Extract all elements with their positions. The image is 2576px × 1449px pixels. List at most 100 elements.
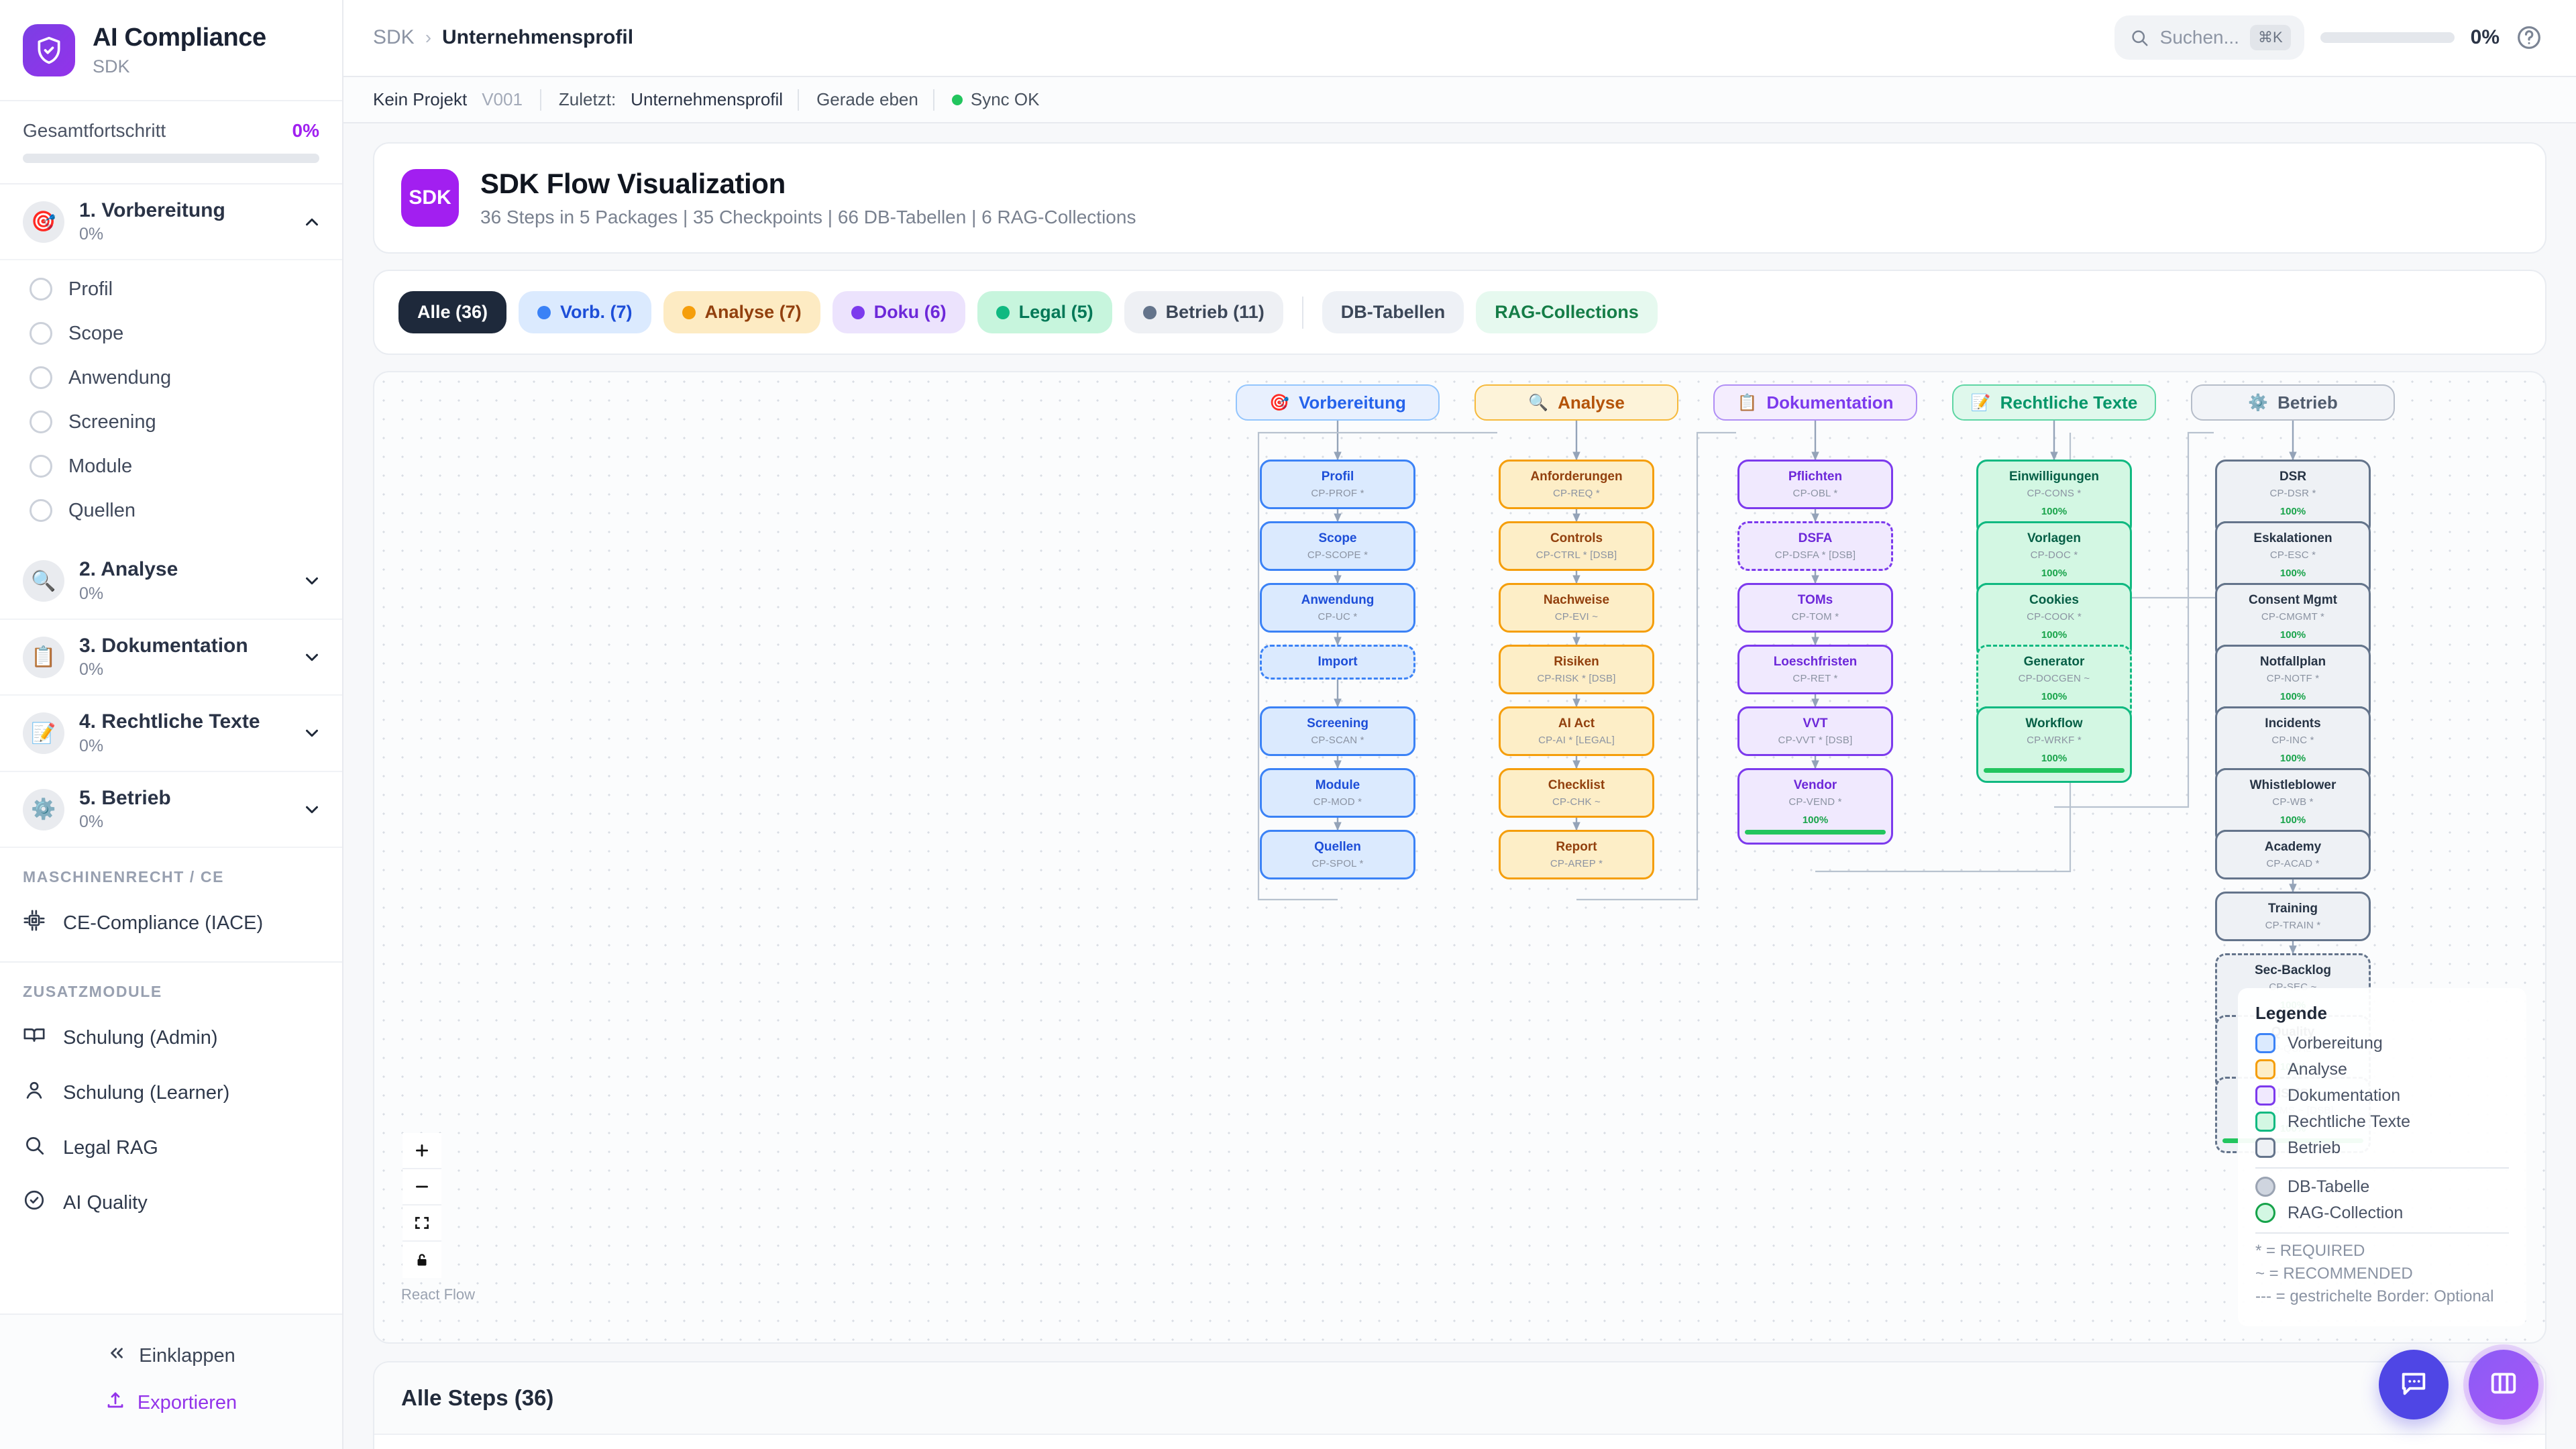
collapse-sidebar-button[interactable]: Einklappen	[0, 1332, 342, 1379]
color-dot-icon	[1142, 305, 1157, 319]
export-button[interactable]: Exportieren	[0, 1379, 342, 1426]
sidebar-item-ai-quality[interactable]: AI Quality	[0, 1175, 342, 1230]
filter-chip-db-tabellen[interactable]: DB-Tabellen	[1322, 291, 1464, 334]
chevron-down-icon[interactable]	[302, 571, 322, 591]
sidebar-item-schulung-admin[interactable]: Schulung (Admin)	[0, 1010, 342, 1065]
page-title: SDK Flow Visualization	[480, 168, 786, 200]
filter-chip-alle[interactable]: Alle (36)	[398, 291, 507, 334]
sidebar-item-quellen[interactable]: Quellen	[0, 488, 342, 533]
legend-item-dokumentation: Dokumentation	[2255, 1085, 2509, 1106]
chevron-down-icon[interactable]	[302, 800, 322, 820]
sidebar-item-screening[interactable]: Screening	[0, 400, 342, 444]
node-progress-value: 100%	[2041, 506, 2068, 518]
node-title: DSR	[2279, 470, 2307, 484]
sidebar-item-ce-compliance[interactable]: CE-Compliance (IACE)	[0, 896, 342, 951]
node-title: Generator	[2023, 655, 2085, 669]
collapse-label: Einklappen	[139, 1344, 235, 1366]
flow-group-header-vorbereitung: 🎯Vorbereitung	[1236, 384, 1440, 421]
lock-icon[interactable]	[402, 1242, 441, 1279]
color-dot-icon	[682, 305, 696, 319]
export-label: Exportieren	[137, 1391, 237, 1413]
legend-note-recommended: ~ = RECOMMENDED	[2255, 1265, 2413, 1283]
node-progress-value: 100%	[2041, 753, 2068, 765]
sidebar-item-scope[interactable]: Scope	[0, 311, 342, 356]
sidebar-item-schulung-learner[interactable]: Schulung (Learner)	[0, 1065, 342, 1120]
node-code: CP-CTRL * [DSB]	[1536, 549, 1617, 561]
sidebar-item-legal-rag[interactable]: Legal RAG	[0, 1120, 342, 1175]
flow-canvas[interactable]: 🎯Vorbereitung🔍Analyse📋Dokumentation📝Rech…	[373, 371, 2546, 1344]
filter-chip-vorb[interactable]: Vorb. (7)	[519, 291, 651, 334]
legend-label: Rechtliche Texte	[2288, 1112, 2410, 1131]
panel-fab-button[interactable]	[2469, 1350, 2538, 1419]
chip-label: DB-Tabellen	[1340, 302, 1446, 323]
node-title: AI Act	[1558, 716, 1595, 731]
chevron-up-icon[interactable]	[302, 212, 322, 232]
sidebar-phase-vorbereitung[interactable]: 🎯 1. Vorbereitung 0%	[0, 184, 342, 261]
legend-label: Betrieb	[2288, 1138, 2341, 1157]
sidebar-link-label: CE-Compliance (IACE)	[63, 912, 264, 934]
chat-fab-button[interactable]	[2379, 1350, 2449, 1419]
chip-label: Betrieb (11)	[1165, 302, 1265, 323]
substep-label: Quellen	[68, 499, 136, 521]
phase-percent: 0%	[79, 660, 104, 680]
node-progress-value: 100%	[2041, 568, 2068, 580]
status-circle-icon	[30, 411, 52, 434]
legend-label: RAG-Collection	[2288, 1203, 2404, 1222]
filter-chip-analyse[interactable]: Analyse (7)	[663, 291, 820, 334]
zoom-in-button[interactable]	[402, 1133, 441, 1170]
filter-chip-doku[interactable]: Doku (6)	[832, 291, 965, 334]
chevron-down-icon[interactable]	[302, 647, 322, 667]
sidebar-phase-rechtliche-texte[interactable]: 📝 4. Rechtliche Texte 0%	[0, 696, 342, 772]
search-input[interactable]: Suchen... ⌘K	[2114, 15, 2304, 60]
sidebar-brand[interactable]: AI Compliance SDK	[0, 0, 342, 101]
sidebar-phase-dokumentation[interactable]: 📋 3. Dokumentation 0%	[0, 620, 342, 696]
sidebar-item-module[interactable]: Module	[0, 444, 342, 488]
breadcrumb-root[interactable]: SDK	[373, 26, 415, 49]
filter-chip-rag-collections[interactable]: RAG-Collections	[1476, 291, 1658, 334]
sidebar-phase-analyse[interactable]: 🔍 2. Analyse 0%	[0, 543, 342, 620]
filter-chip-legal[interactable]: Legal (5)	[977, 291, 1112, 334]
chevrons-left-icon	[107, 1343, 127, 1368]
chevron-down-icon[interactable]	[302, 723, 322, 743]
node-title: Academy	[2264, 840, 2322, 855]
sidebar-phase-betrieb[interactable]: ⚙️ 5. Betrieb 0%	[0, 772, 342, 849]
filter-chip-betrieb[interactable]: Betrieb (11)	[1124, 291, 1283, 334]
metabar: Kein Projekt V001 Zuletzt: Unternehmensp…	[343, 76, 2576, 124]
node-code: CP-RET *	[1792, 673, 1838, 685]
flow-node-import[interactable]: Import	[1260, 645, 1415, 680]
sidebar-item-anwendung[interactable]: Anwendung	[0, 356, 342, 400]
question-circle-icon[interactable]	[2516, 24, 2542, 51]
node-title: Vorlagen	[2027, 531, 2081, 546]
zoom-out-button[interactable]	[402, 1169, 441, 1206]
project-name: Kein Projekt	[373, 89, 468, 110]
sidebar-item-profil[interactable]: Profil	[0, 267, 342, 311]
node-code: CP-DSR *	[2269, 488, 2316, 500]
legend-item-rechtliche-texte: Rechtliche Texte	[2255, 1112, 2509, 1132]
chip-label: Legal (5)	[1018, 302, 1093, 323]
node-progress-bar	[1984, 768, 2125, 773]
fit-view-icon[interactable]	[402, 1205, 441, 1242]
